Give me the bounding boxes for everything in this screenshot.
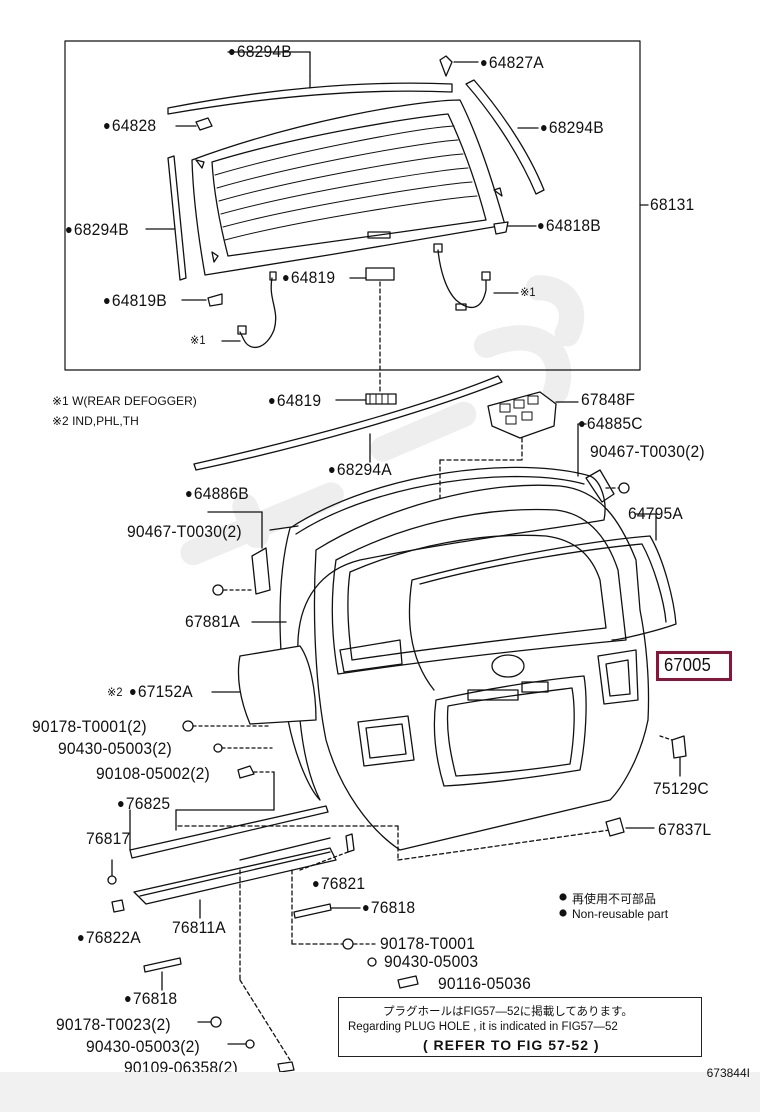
garnish-76811A — [133, 847, 337, 905]
service-cover-67152A — [237, 645, 317, 725]
clip-64818B — [493, 221, 509, 235]
label-64819-lamp[interactable]: 64819 — [268, 392, 321, 409]
legend-nonreusable-en: Non-reusable part — [572, 907, 669, 921]
highlighted-part-box[interactable] — [656, 651, 732, 681]
label-90430-05003-2a[interactable]: 90430-05003(2) — [58, 739, 172, 758]
garnish-76825 — [129, 805, 329, 859]
striker-67837L — [605, 817, 625, 837]
label-90178-T0023[interactable]: 90178-T0023(2) — [56, 1015, 171, 1034]
legend-nonreusable-jp: 再使用不可部品 — [572, 892, 657, 906]
clip-64819B — [207, 293, 223, 307]
label-64818B[interactable]: 64818B — [537, 217, 601, 234]
label-76818-upper[interactable]: 76818 — [362, 899, 415, 916]
weatherstrip-68294A — [193, 375, 503, 471]
legend-note2: ※2 IND,PHL,TH — [52, 414, 139, 428]
weatherstrip-top — [167, 82, 453, 115]
hinge-left — [251, 547, 271, 595]
weatherstrip-left — [167, 155, 187, 281]
label-64828[interactable]: 64828 — [103, 117, 156, 134]
label-90430-05003-2b[interactable]: 90430-05003(2) — [86, 1037, 200, 1056]
label-75129C[interactable]: 75129C — [653, 779, 709, 798]
label-90116-05036[interactable]: 90116-05036 — [438, 974, 532, 993]
label-67152A[interactable]: 67152A — [129, 683, 193, 700]
clip-64827A — [439, 55, 453, 77]
label-76822A[interactable]: 76822A — [77, 929, 141, 946]
note-line-jp: プラグホールはFIG57―52に掲載してあります。 — [383, 1006, 633, 1018]
label-75129C — [671, 735, 687, 759]
label-76821[interactable]: 76821 — [312, 875, 365, 892]
label-68131[interactable]: 68131 — [650, 195, 695, 214]
stop-lamp — [365, 267, 395, 281]
label-68294B-top[interactable]: 68294B — [228, 43, 292, 60]
label-68294B-right[interactable]: 68294B — [540, 119, 604, 136]
note-line-en: Regarding PLUG HOLE , it is indicated in… — [348, 1021, 618, 1033]
defogger-wire-left — [239, 277, 277, 349]
clip-64828 — [195, 117, 213, 131]
label-90108-05002[interactable]: 90108-05002(2) — [96, 764, 210, 783]
label-64819-glass[interactable]: 64819 — [282, 269, 335, 286]
reference-note-box: プラグホールはFIG57―52に掲載してあります。 Regarding PLUG… — [338, 997, 702, 1057]
note2-mark: ※2 — [107, 685, 123, 699]
note1-mark-left: ※1 — [190, 333, 206, 347]
clip-76821 — [345, 833, 355, 853]
label-90430-05003[interactable]: 90430-05003 — [384, 952, 479, 971]
label-64819B[interactable]: 64819B — [103, 292, 167, 309]
back-door-panel — [313, 484, 650, 851]
label-76818-lower[interactable]: 76818 — [124, 990, 177, 1007]
diagram-code: 673844I — [706, 1066, 750, 1080]
label-67005-highlighted[interactable]: 67005 — [664, 655, 711, 675]
label-64886B[interactable]: 64886B — [185, 485, 249, 502]
note1-mark-right: ※1 — [520, 285, 536, 299]
defogger-wire-right — [437, 249, 487, 309]
label-90109-06358[interactable]: 90109-06358(2) — [124, 1058, 238, 1077]
bottom-strip — [0, 1072, 760, 1112]
label-90467-right[interactable]: 90467-T0030(2) — [590, 442, 705, 461]
rear-glass — [191, 99, 506, 276]
label-76825[interactable]: 76825 — [117, 795, 170, 812]
label-90178-T0001-2[interactable]: 90178-T0001(2) — [32, 717, 147, 736]
weatherstrip-right — [465, 79, 545, 195]
clip-76818 — [293, 903, 332, 919]
label-67837L[interactable]: 67837L — [658, 820, 712, 839]
legend-note1: ※1 W(REAR DEFOGGER) — [52, 394, 197, 408]
note-reference-link[interactable]: ( REFER TO FIG 57-52 ) — [423, 1037, 600, 1053]
label-67881A[interactable]: 67881A — [185, 612, 241, 631]
label-64885C[interactable]: 64885C — [578, 415, 643, 432]
label-76811A[interactable]: 76811A — [172, 918, 226, 937]
label-76817[interactable]: 76817 — [86, 829, 131, 848]
label-64827A[interactable]: 64827A — [480, 54, 544, 71]
label-64795A[interactable]: 64795A — [628, 504, 684, 523]
label-90178-T0001[interactable]: 90178-T0001 — [380, 934, 476, 953]
seal-64795A — [408, 535, 677, 691]
label-68294A[interactable]: 68294A — [328, 461, 392, 478]
weatherstrip-67881A — [279, 466, 606, 801]
label-67848F[interactable]: 67848F — [581, 390, 636, 409]
label-90467-left[interactable]: 90467-T0030(2) — [127, 522, 242, 541]
label-68294B-left[interactable]: 68294B — [65, 221, 129, 238]
